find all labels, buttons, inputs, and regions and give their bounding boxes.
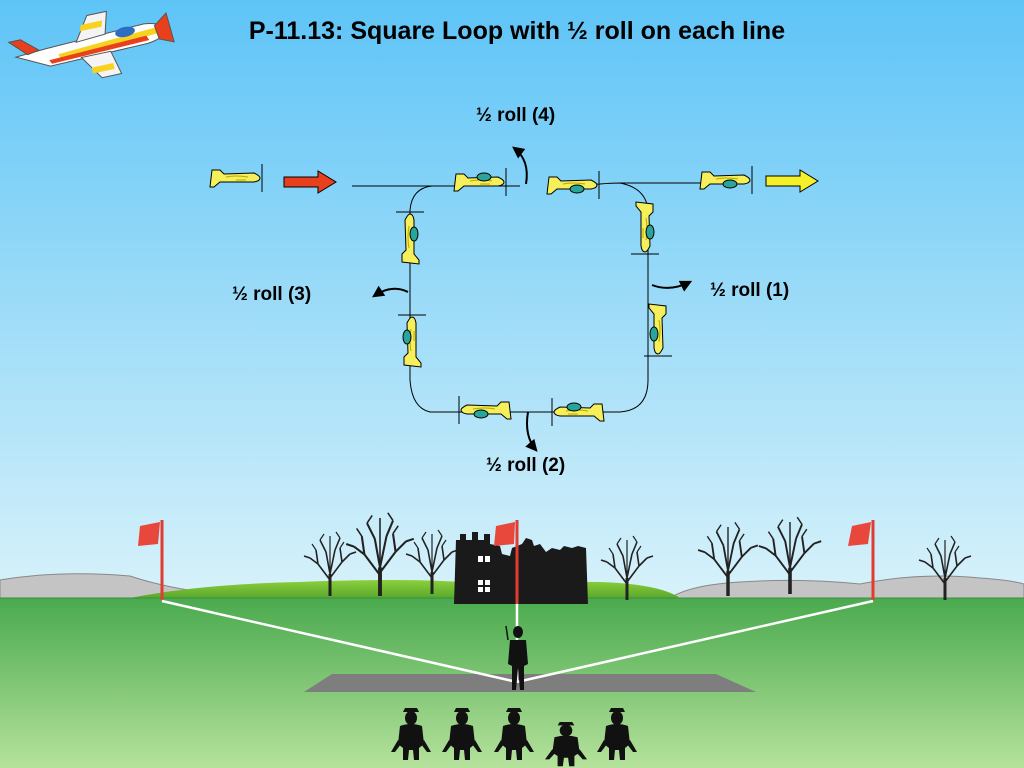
figure-title: P-11.13: Square Loop with ½ roll on each… xyxy=(249,17,785,45)
castle-ruin-icon xyxy=(454,532,588,604)
exit-arrow-icon xyxy=(765,169,819,193)
sight-line-left xyxy=(161,599,518,684)
pilot-silhouette-icon xyxy=(505,625,528,690)
label-roll-3: ½ roll (3) xyxy=(232,284,311,305)
aerobatic-plane-logo-icon xyxy=(7,10,175,79)
flag-icon xyxy=(494,520,519,604)
entry-arrow-icon xyxy=(283,170,337,194)
roll-arrow-icon-4 xyxy=(512,146,528,185)
flag-icon xyxy=(848,520,875,600)
label-roll-4: ½ roll (4) xyxy=(476,105,555,126)
sight-line-right xyxy=(516,599,874,684)
hill-right xyxy=(668,575,1024,599)
roll-arrow-icon-3 xyxy=(372,285,409,298)
roll-arrow-icon-2 xyxy=(525,411,538,452)
label-roll-1: ½ roll (1) xyxy=(710,280,789,301)
pilot-station-pad xyxy=(304,674,756,692)
sky-background xyxy=(0,0,1024,600)
label-roll-2: ½ roll (2) xyxy=(486,455,565,476)
flag-icon xyxy=(138,520,164,600)
roll-arrow-icon-1 xyxy=(651,280,693,292)
